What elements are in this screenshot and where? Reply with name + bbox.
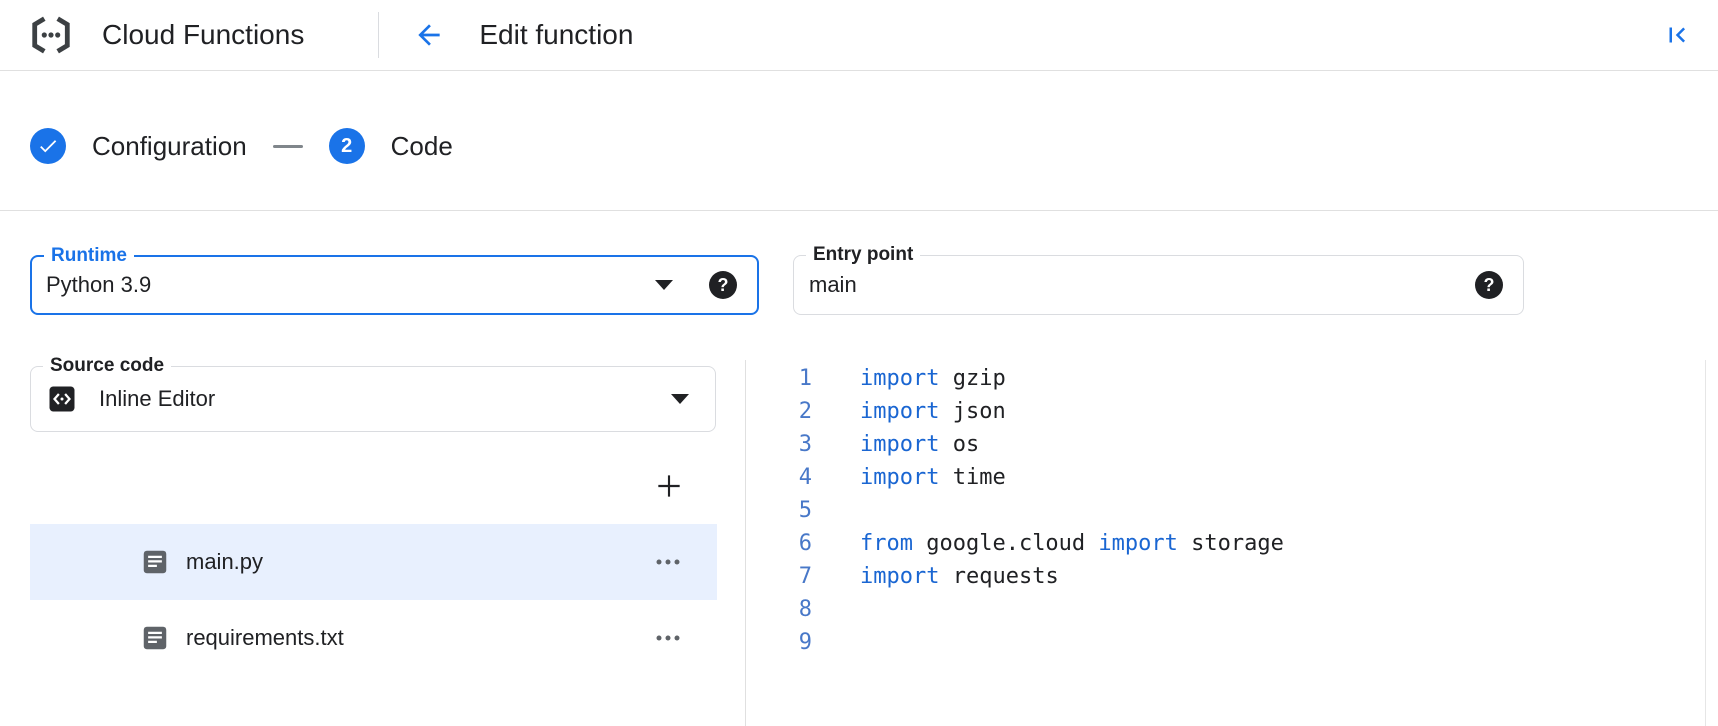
code-line[interactable]: 5 bbox=[746, 494, 1704, 527]
code-line[interactable]: 7 import requests bbox=[746, 560, 1704, 593]
line-number: 9 bbox=[798, 630, 812, 655]
chevron-down-icon bbox=[671, 394, 689, 404]
editor-scrollbar[interactable] bbox=[1705, 360, 1718, 726]
file-icon bbox=[140, 623, 170, 653]
file-row-requirements-txt[interactable]: requirements.txt bbox=[30, 600, 717, 676]
entry-point-value: main bbox=[809, 272, 857, 297]
code-editor[interactable]: 1 import gzip 2 import json 3 import os 4 impor… bbox=[746, 362, 1704, 726]
runtime-select[interactable]: Runtime Python 3.9 bbox=[30, 245, 759, 315]
step-configuration-label: Configuration bbox=[92, 130, 247, 161]
file-list: main.py requirements.txt bbox=[30, 524, 717, 676]
code-line-content[interactable]: import json bbox=[860, 399, 1006, 424]
code-lines: 1 import gzip 2 import json 3 import os 4 impor… bbox=[746, 362, 1704, 659]
back-arrow-button[interactable] bbox=[411, 17, 447, 53]
section-divider bbox=[0, 210, 1718, 211]
step-number-badge: 2 bbox=[328, 128, 365, 164]
chevron-down-icon bbox=[655, 280, 673, 290]
code-line[interactable]: 6 from google.cloud import storage bbox=[746, 527, 1704, 560]
stepper: Configuration 2 Code bbox=[30, 122, 453, 170]
entry-point-label: Entry point bbox=[806, 244, 921, 266]
inline-editor-icon bbox=[47, 384, 77, 414]
more-options-button[interactable] bbox=[655, 628, 681, 648]
line-number: 2 bbox=[798, 399, 812, 424]
code-line-content[interactable]: import gzip bbox=[860, 366, 1006, 391]
code-line[interactable]: 4 import time bbox=[746, 461, 1704, 494]
more-horiz-icon bbox=[656, 559, 680, 565]
more-horiz-icon bbox=[656, 635, 680, 641]
line-number: 6 bbox=[798, 531, 812, 556]
entry-point-input[interactable]: Entry point main bbox=[793, 244, 1524, 315]
code-line-content[interactable]: import os bbox=[860, 432, 980, 457]
entry-point-help-icon[interactable] bbox=[1475, 271, 1503, 299]
code-line[interactable]: 3 import os bbox=[746, 428, 1704, 461]
step-code-label: Code bbox=[390, 130, 453, 161]
file-name: requirements.txt bbox=[186, 625, 344, 650]
code-line-content[interactable]: import time bbox=[860, 465, 1006, 490]
source-code-select[interactable]: Source code Inline Editor bbox=[30, 355, 716, 432]
step-connector bbox=[272, 144, 303, 148]
code-line[interactable]: 9 bbox=[746, 626, 1704, 659]
code-line-content[interactable]: import requests bbox=[860, 564, 1059, 589]
code-line[interactable]: 8 bbox=[746, 593, 1704, 626]
add-file-button[interactable] bbox=[645, 462, 693, 510]
more-options-button[interactable] bbox=[655, 552, 681, 572]
runtime-help-icon[interactable] bbox=[709, 271, 737, 299]
code-line[interactable]: 1 import gzip bbox=[746, 362, 1704, 395]
page-title: Edit function bbox=[479, 19, 634, 50]
step-code[interactable]: 2 Code bbox=[328, 128, 453, 164]
line-number: 5 bbox=[798, 498, 812, 523]
file-name: main.py bbox=[186, 549, 264, 574]
back-arrow-icon bbox=[418, 24, 441, 46]
line-number: 4 bbox=[798, 465, 812, 490]
step-configuration[interactable]: Configuration bbox=[30, 128, 247, 164]
header-divider bbox=[378, 12, 380, 58]
file-icon bbox=[140, 547, 170, 577]
step-check-icon bbox=[30, 128, 66, 164]
collapse-panel-button[interactable] bbox=[1660, 18, 1694, 52]
editor-divider bbox=[745, 360, 746, 726]
line-number: 7 bbox=[798, 564, 812, 589]
cloud-functions-logo-icon bbox=[28, 12, 74, 58]
runtime-label: Runtime bbox=[44, 245, 134, 267]
line-number: 8 bbox=[798, 597, 812, 622]
runtime-value: Python 3.9 bbox=[46, 272, 152, 297]
first-page-icon bbox=[1669, 27, 1686, 43]
code-line[interactable]: 2 import json bbox=[746, 395, 1704, 428]
code-line-content[interactable]: from google.cloud import storage bbox=[860, 531, 1284, 556]
file-row-main-py[interactable]: main.py bbox=[30, 524, 717, 600]
line-number: 1 bbox=[798, 366, 812, 391]
line-number: 3 bbox=[798, 432, 812, 457]
source-code-value: Inline Editor bbox=[99, 386, 216, 411]
header: Cloud Functions Edit function bbox=[0, 0, 1718, 71]
plus-icon bbox=[658, 475, 680, 497]
app-title: Cloud Functions bbox=[102, 19, 305, 50]
source-code-label: Source code bbox=[43, 355, 172, 377]
